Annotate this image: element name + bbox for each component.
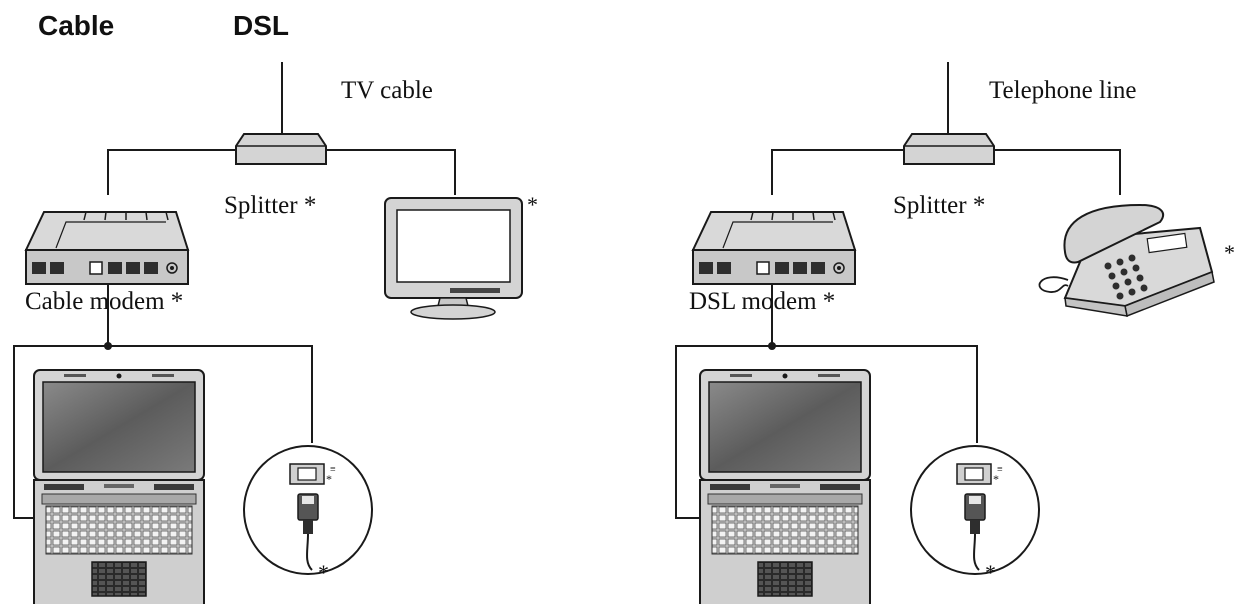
tv-monitor-icon xyxy=(384,197,523,320)
telephone-line-label: Telephone line xyxy=(989,77,1137,104)
splitter-icon xyxy=(903,133,995,165)
cable-modem-label: Cable modem * xyxy=(25,288,184,315)
port-asterisk: * xyxy=(993,472,999,486)
cable-asterisk: * xyxy=(985,560,996,585)
port-asterisk: * xyxy=(326,472,332,486)
junction-dot xyxy=(104,342,112,350)
dsl-modem-label: DSL modem * xyxy=(689,288,836,315)
modem-icon xyxy=(25,211,189,285)
splitter-icon xyxy=(235,133,327,165)
laptop-icon xyxy=(33,369,205,604)
ethernet-port-icon xyxy=(243,445,373,575)
splitter-label: Splitter * xyxy=(224,192,317,219)
cable-wiring xyxy=(13,62,456,519)
splitter-label: Splitter * xyxy=(893,192,986,219)
ethernet-port-icon xyxy=(910,445,1040,575)
heading-cable: Cable xyxy=(38,10,115,41)
telephone-icon xyxy=(1038,203,1215,318)
junction-dot xyxy=(768,342,776,350)
dsl-wiring xyxy=(675,62,1121,519)
phone-asterisk: * xyxy=(1224,240,1235,265)
heading-dsl: DSL xyxy=(233,10,289,41)
laptop-icon xyxy=(699,369,871,604)
modem-icon xyxy=(692,211,856,285)
cable-asterisk: * xyxy=(318,560,329,585)
tv-cable-label: TV cable xyxy=(341,77,433,104)
tv-asterisk: * xyxy=(527,192,538,217)
